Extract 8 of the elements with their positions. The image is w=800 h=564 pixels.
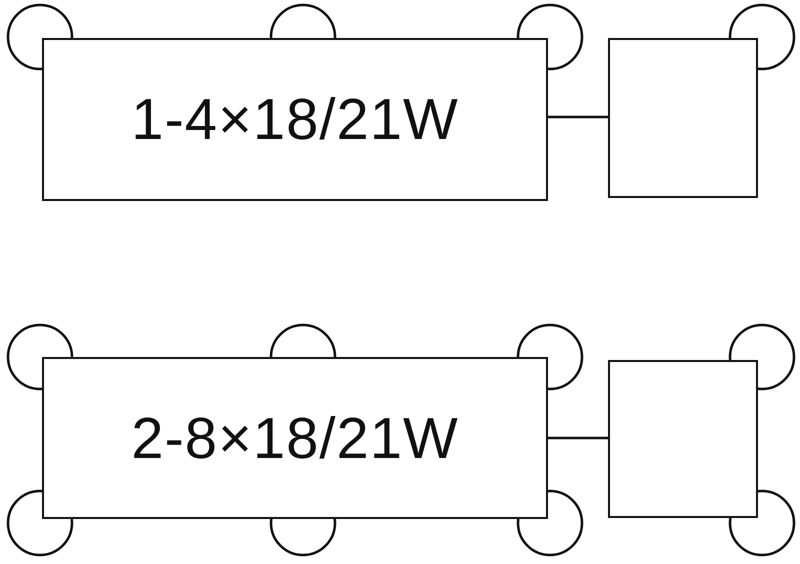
empty-box	[608, 38, 758, 198]
empty-box	[608, 360, 758, 518]
connector-line	[548, 436, 608, 440]
connector-line	[548, 116, 608, 118]
rating-label: 1-4×18/21W	[131, 86, 459, 153]
component-box	[42, 38, 548, 201]
component-box	[42, 357, 548, 519]
rating-label: 2-8×18/21W	[131, 404, 459, 472]
